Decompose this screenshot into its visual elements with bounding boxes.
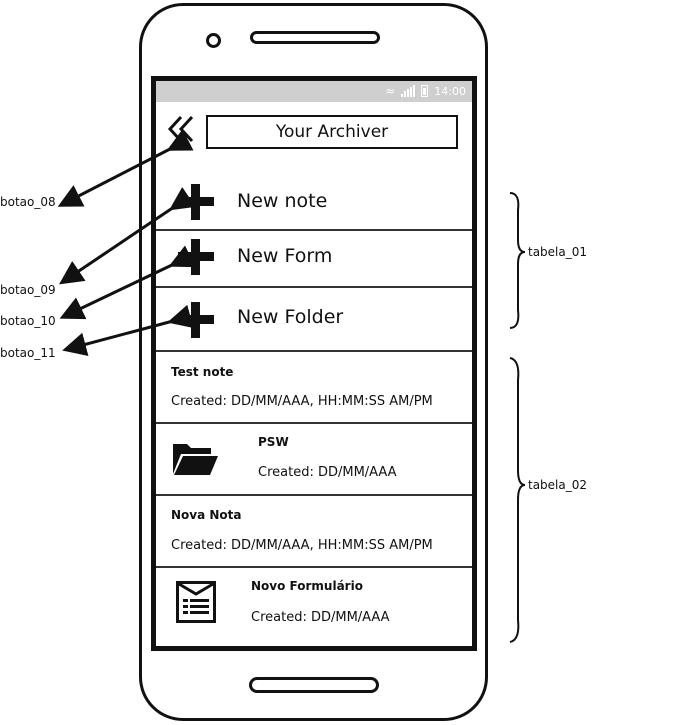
new-folder-button[interactable]: New Folder <box>156 288 472 352</box>
annotation-tabela-01: tabela_01 <box>528 245 588 259</box>
annotation-botao-08: botao_08 <box>0 195 56 209</box>
list-item-test-note[interactable]: Test note Created: DD/MM/AAA, HH:MM:SS A… <box>156 352 472 424</box>
speaker-grille <box>250 31 380 44</box>
status-time: 14:00 <box>434 84 466 98</box>
list-item-psw[interactable]: PSW Created: DD/MM/AAA <box>156 424 472 496</box>
new-folder-label: New Folder <box>237 306 344 328</box>
item-created: Created: DD/MM/AAA, HH:MM:SS AM/PM <box>171 394 433 409</box>
annotation-arrow-botao-11 <box>62 304 194 356</box>
form-icon <box>176 581 216 623</box>
signal-icon <box>401 85 416 97</box>
item-created: Created: DD/MM/AAA <box>251 610 390 625</box>
annotation-arrow-botao-10 <box>59 245 196 320</box>
annotation-tabela-02: tabela_02 <box>528 478 588 492</box>
item-title: Nova Nota <box>171 508 242 522</box>
annotation-arrow-botao-08 <box>57 129 194 207</box>
item-created: Created: DD/MM/AAA, HH:MM:SS AM/PM <box>171 538 433 553</box>
battery-icon <box>421 85 429 97</box>
brace-tabela-01 <box>509 192 526 329</box>
annotation-arrow-botao-09 <box>59 186 196 285</box>
item-title: Novo Formulário <box>251 579 363 593</box>
new-form-label: New Form <box>237 245 333 267</box>
item-title: PSW <box>258 435 289 449</box>
status-bar: ≈ 14:00 <box>156 81 472 102</box>
item-title: Test note <box>171 365 234 379</box>
item-created: Created: DD/MM/AAA <box>258 465 397 480</box>
home-button[interactable] <box>249 677 379 693</box>
app-screen: ≈ 14:00 Your Archiver New note New Form … <box>151 76 477 651</box>
wifi-icon: ≈ <box>385 84 396 98</box>
brace-tabela-02 <box>509 357 526 643</box>
camera-icon <box>206 33 221 48</box>
annotation-botao-10: botao_10 <box>0 314 56 328</box>
new-note-label: New note <box>237 190 328 212</box>
list-item-nova-nota[interactable]: Nova Nota Created: DD/MM/AAA, HH:MM:SS A… <box>156 496 472 568</box>
folder-open-icon <box>173 444 218 475</box>
annotation-botao-09: botao_09 <box>0 283 56 297</box>
plus-icon <box>176 300 216 340</box>
list-item-novo-formulario[interactable]: Novo Formulário Created: DD/MM/AAA <box>156 568 472 640</box>
page-title: Your Archiver <box>206 115 458 149</box>
annotation-botao-11: botao_11 <box>0 346 56 360</box>
